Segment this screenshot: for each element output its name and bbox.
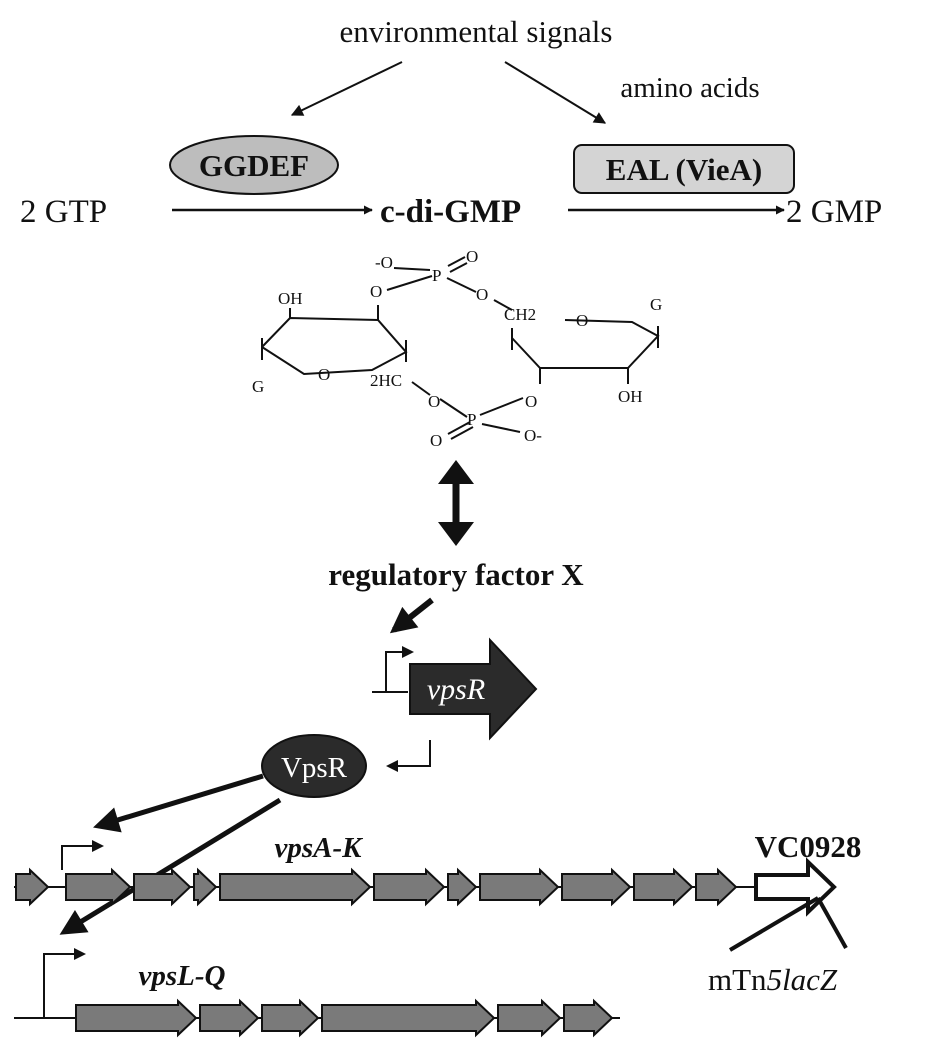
interaction-arrow-head-down (438, 522, 474, 546)
vpsr-to-vpsa-k-arrow (93, 773, 264, 833)
bottom-ch2-group: 2HC (370, 371, 402, 390)
transposon-insertion-line-left (728, 896, 820, 952)
left-ribose-ring (261, 316, 408, 376)
interaction-arrow-head-up (438, 460, 474, 484)
eal-viea-enzyme-label: EAL (VieA) (606, 152, 762, 187)
signal-to-ggdef-arrow (290, 61, 403, 116)
top-p-ominus-bond (393, 267, 431, 271)
transposon-insertion-line-right (816, 897, 848, 949)
bottom-p-atom: P (467, 410, 476, 429)
top-p-o-bond (446, 277, 477, 293)
vpsa-k-gene-11 (695, 867, 738, 907)
bottom-p-double-bond-b (450, 426, 474, 440)
bottom-o-double-atom: O (430, 431, 442, 450)
vpsl-q-gene-1 (75, 998, 198, 1038)
vpsa-k-promoter-arrowhead (92, 840, 104, 852)
vpsr-protein-ellipse (261, 734, 367, 798)
c-di-gmp-label: c-di-GMP (380, 194, 521, 230)
top-o-minus-atom: -O (375, 253, 393, 272)
top-o-double-atom: O (466, 247, 478, 266)
c-di-gmp-structure-labels: -O O O P O CH2 OH G O 2HC O P O O O- O G… (252, 247, 662, 450)
signal-to-eal-arrow (504, 61, 607, 124)
vpsl-q-gene-6 (563, 998, 614, 1038)
factor-x-to-vpsr-arrow (389, 597, 434, 634)
bottom-p-double-bond-a (447, 421, 471, 435)
vpsa-k-gene-5 (219, 867, 372, 907)
right-oh-group: OH (618, 387, 643, 406)
vpsr-gene-arrow (409, 637, 538, 741)
vpsr-protein-label: VpsR (281, 752, 348, 784)
vpsl-q-gene-4 (321, 998, 496, 1038)
bottom-o-p-bond (439, 398, 468, 418)
vpsl-q-promoter-arrowhead (74, 948, 86, 960)
top-o-right-atom: O (476, 285, 488, 304)
vpsa-k-gene-8 (479, 867, 560, 907)
top-o-ch2-bond (493, 299, 513, 311)
vpsl-q-gene-3 (261, 998, 320, 1038)
vpsa-k-gene-3 (133, 867, 192, 907)
vpsr-promoter-line (372, 651, 408, 693)
top-ch2-group: CH2 (504, 305, 536, 324)
bottom-p-o-bond (479, 397, 524, 416)
bottom-o-right-atom: O (525, 392, 537, 411)
vpsa-k-promoter (61, 845, 94, 870)
vpsl-q-promoter (43, 953, 76, 1018)
vpsr-translation-arrowhead (386, 760, 398, 772)
vpsr-to-vpsl-q-arrow (59, 797, 282, 935)
product-2-gmp-label: 2 GMP (786, 194, 882, 230)
mtn5lacz-label: mTn5lacZ (708, 962, 838, 997)
top-p-double-bond-b (449, 262, 468, 273)
vpsl-q-label: vpsL-Q (139, 960, 226, 992)
ggdef-enzyme-label: GGDEF (199, 148, 309, 183)
vpsl-q-gene-2 (199, 998, 260, 1038)
amino-acids-label: amino acids (620, 72, 759, 104)
top-o-p-bond (386, 275, 433, 291)
vpsa-k-gene-7 (447, 867, 478, 907)
vpsa-k-gene-2 (65, 867, 132, 907)
vpsl-q-gene-arrows (75, 998, 614, 1038)
left-ring-o-atom: O (318, 365, 330, 384)
top-p-double-bond-a (447, 256, 466, 267)
left-g-base: G (252, 377, 264, 396)
regulatory-factor-x-label: regulatory factor X (328, 557, 584, 592)
right-ribose-ring (511, 319, 660, 369)
c-di-gmp-structure (261, 256, 660, 440)
vpsa-k-gene-10 (633, 867, 694, 907)
substrate-2-gtp-label: 2 GTP (20, 194, 107, 230)
vpsa-k-gene-9 (561, 867, 632, 907)
vpsr-gene-label: vpsR (427, 673, 485, 706)
vc0928-label: VC0928 (755, 829, 862, 864)
vpsr-promoter-arrowhead (402, 646, 414, 658)
vpsa-k-label: vpsA-K (275, 832, 364, 864)
top-o-left-atom: O (370, 282, 382, 301)
5lacz-suffix: 5lacZ (767, 962, 838, 997)
bottom-ch2-o-bond (411, 381, 431, 396)
bottom-o-left-atom: O (428, 392, 440, 411)
right-ring-o-atom: O (576, 311, 588, 330)
ggdef-enzyme-ellipse (169, 135, 339, 195)
eal-viea-enzyme-box (573, 144, 795, 194)
environmental-signals-label: environmental signals (340, 14, 613, 49)
vpsa-k-gene-6 (373, 867, 446, 907)
bottom-p-ominus-bond (481, 423, 521, 433)
vpsa-k-gene-arrows (15, 867, 738, 907)
vpsa-k-gene-4 (193, 867, 218, 907)
top-p-atom: P (432, 266, 441, 285)
mtn-prefix: mTn (708, 962, 767, 997)
vpsr-translation-arrow (396, 740, 431, 767)
bottom-o-minus-atom: O- (524, 426, 542, 445)
double-headed-interaction-arrow (438, 460, 474, 546)
vpsl-q-gene-5 (497, 998, 562, 1038)
vpsa-k-gene-1 (15, 867, 50, 907)
left-oh-group: OH (278, 289, 303, 308)
right-g-base: G (650, 295, 662, 314)
